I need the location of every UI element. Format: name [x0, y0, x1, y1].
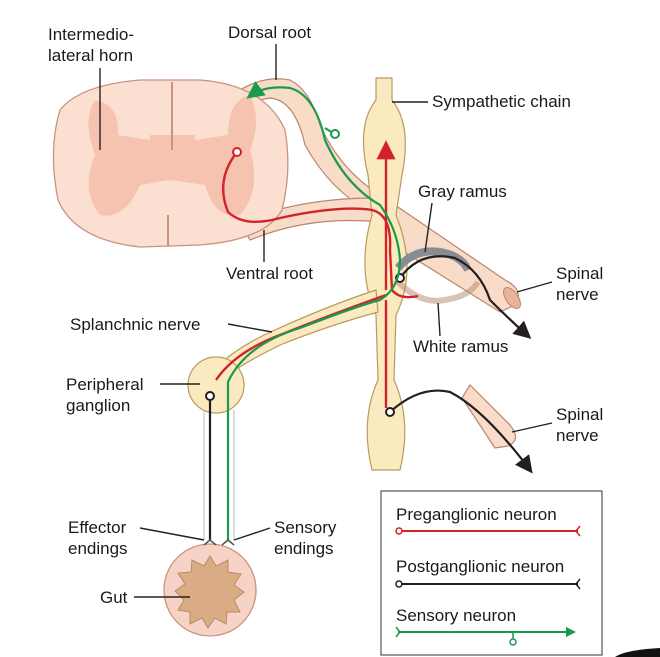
legend-postganglionic-label: Postganglionic neuron [396, 557, 564, 576]
endings-forks [203, 539, 235, 546]
legend-sensory-label: Sensory neuron [396, 606, 516, 625]
label-ventral-root: Ventral root [226, 264, 313, 283]
sensory-soma [330, 129, 340, 139]
legend-preganglionic-label: Preganglionic neuron [396, 505, 557, 524]
label-peripheral-ganglion-2: ganglion [66, 396, 130, 415]
label-effector-endings-1: Effector [68, 518, 127, 537]
gray-matter [88, 95, 256, 216]
label-spinal-nerve-lower-1: Spinal [556, 405, 603, 424]
label-sensory-endings-1: Sensory [274, 518, 337, 537]
label-spinal-nerve-upper-1: Spinal [556, 264, 603, 283]
preganglionic-soma [232, 147, 242, 157]
label-splanchnic-nerve: Splanchnic nerve [70, 315, 200, 334]
spinal-nerve-lower [461, 384, 517, 449]
peripheral-ganglion [187, 356, 245, 414]
label-dorsal-root: Dorsal root [228, 23, 311, 42]
label-intermediolateral-horn-2: lateral horn [48, 46, 133, 65]
postganglionic-soma [385, 407, 395, 417]
label-effector-endings-2: endings [68, 539, 128, 558]
label-sensory-endings-2: endings [274, 539, 334, 558]
label-white-ramus: White ramus [413, 337, 508, 356]
label-intermediolateral-horn-1: Intermedio- [48, 25, 134, 44]
label-peripheral-ganglion-1: Peripheral [66, 375, 144, 394]
postganglionic-soma [205, 391, 215, 401]
gut-lumen [174, 555, 245, 629]
effector-nerve-tube [203, 410, 235, 540]
dorsal-median-septum [167, 82, 173, 246]
postganglionic-neuron-path [208, 255, 533, 540]
legend: Preganglionic neuron Postganglionic neur… [380, 490, 603, 656]
white-ramus [393, 277, 481, 304]
label-sympathetic-chain: Sympathetic chain [432, 92, 571, 111]
label-gut: Gut [100, 588, 128, 607]
label-gray-ramus: Gray ramus [418, 182, 507, 201]
label-spinal-nerve-upper-2: nerve [556, 285, 599, 304]
label-spinal-nerve-lower-2: nerve [556, 426, 599, 445]
